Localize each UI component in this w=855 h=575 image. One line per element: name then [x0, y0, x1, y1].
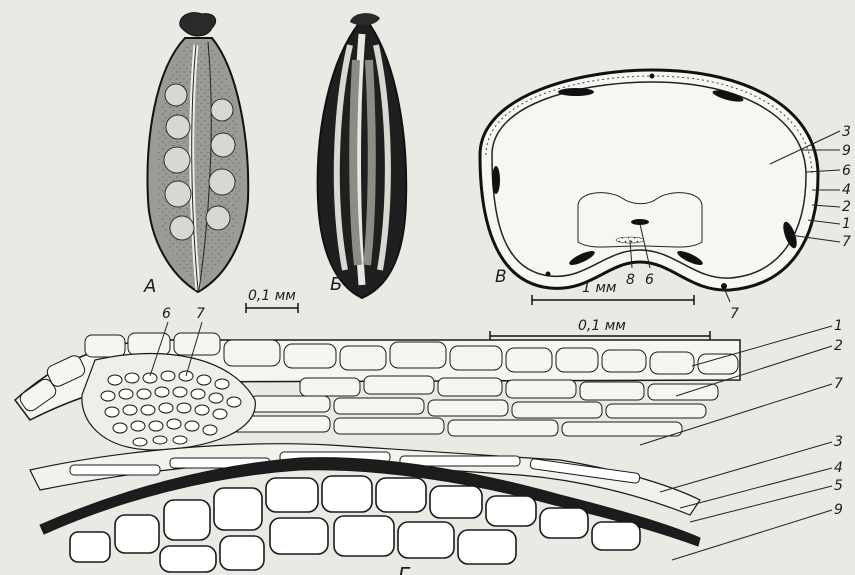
tissue-label-5: 5: [834, 478, 843, 494]
fruit-b-drawing: [318, 13, 407, 298]
cross-section-drawing: [480, 70, 818, 290]
panel-label-b: Б: [330, 274, 342, 295]
cross-section-inner-label-6: 6: [645, 272, 654, 288]
cross-section-label-7: 7: [842, 234, 851, 250]
tissue-label-1: 1: [834, 318, 843, 334]
scale-label-top-left: 0,1 мм: [248, 288, 296, 304]
cross-section-label-6: 6: [842, 163, 851, 179]
panel-label-a: А: [143, 276, 156, 297]
panel-label-g: Г: [398, 563, 411, 575]
cross-section-bottom-label-7: 7: [730, 306, 739, 322]
fruit-a-drawing: [147, 13, 248, 292]
tissue-label-2: 2: [834, 338, 843, 354]
cross-section-label-3: 3: [842, 124, 851, 140]
tissue-label-9: 9: [834, 502, 843, 518]
tissue-detail-drawing: [15, 333, 740, 572]
tissue-label-7: 7: [834, 376, 843, 392]
panel-label-v: В: [495, 267, 507, 287]
tissue-label-3: 3: [834, 434, 843, 450]
scale-label-bottom: 0,1 мм: [578, 318, 626, 334]
tissue-top-label-6: 6: [162, 306, 171, 322]
cross-section-inner-label-8: 8: [626, 272, 635, 288]
cross-section-label-9: 9: [842, 143, 851, 159]
scale-label-middle: 1 мм: [582, 280, 617, 296]
cross-section-label-1: 1: [842, 216, 851, 232]
tissue-top-label-7: 7: [196, 306, 205, 322]
cross-section-label-4: 4: [842, 182, 851, 198]
tissue-label-4: 4: [834, 460, 843, 476]
cross-section-label-2: 2: [842, 199, 851, 215]
